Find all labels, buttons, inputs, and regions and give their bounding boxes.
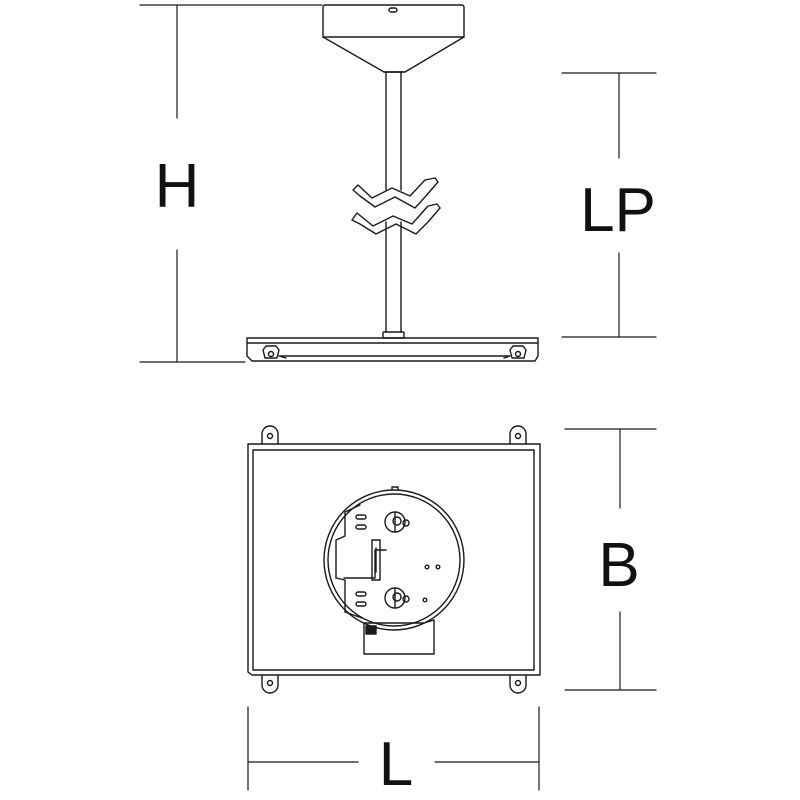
mounting-tab-bottom-left xyxy=(261,674,279,694)
gear-tray xyxy=(323,486,465,655)
mounting-clip-right xyxy=(503,345,527,359)
fixing-slot-lower xyxy=(355,587,410,609)
side-view xyxy=(246,4,539,362)
dimension-h xyxy=(139,4,323,363)
dimension-label-l: L xyxy=(379,730,413,799)
ceiling-canopy xyxy=(322,4,465,73)
dimension-b xyxy=(564,428,657,691)
mounting-clip-left xyxy=(262,345,287,359)
break-line-upper xyxy=(352,177,439,209)
luminaire-body-side xyxy=(246,337,539,362)
housing-plate xyxy=(247,425,541,694)
fixing-slot-upper xyxy=(355,511,410,533)
mounting-tab-top-right xyxy=(509,425,527,445)
suspension-tube xyxy=(351,71,441,339)
connector-box xyxy=(363,619,435,655)
mounting-tab-top-left xyxy=(261,425,279,445)
break-line-lower xyxy=(351,203,441,235)
dimension-label-h: H xyxy=(155,152,200,221)
dimension-l xyxy=(247,706,540,791)
connector-terminal xyxy=(365,625,377,635)
dimension-label-lp: LP xyxy=(580,176,656,245)
dimension-lp xyxy=(561,72,657,338)
top-view xyxy=(247,425,541,694)
dimension-label-b: B xyxy=(598,531,639,600)
mounting-tab-bottom-right xyxy=(509,674,527,694)
